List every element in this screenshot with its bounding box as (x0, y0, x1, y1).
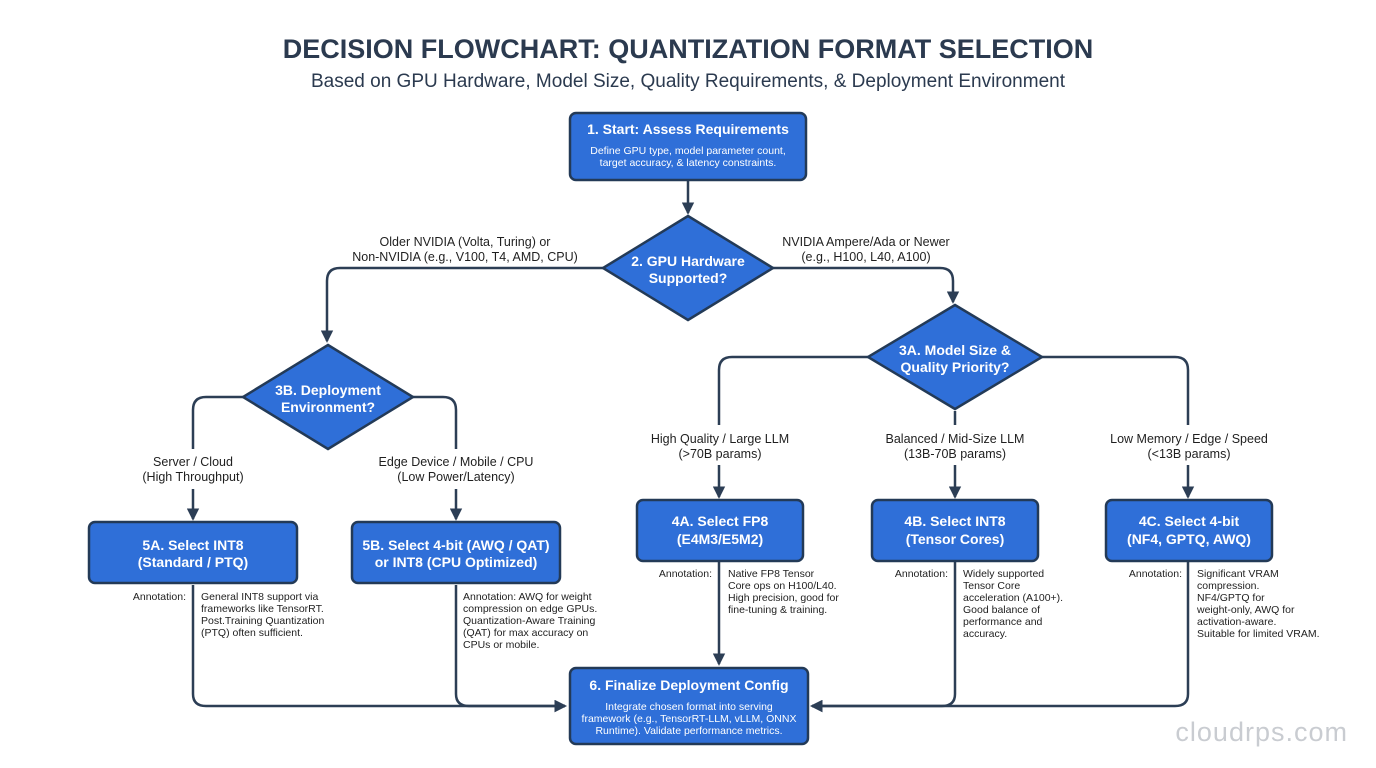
annotation-int8-std: Annotation: General INT8 support via fra… (133, 591, 325, 639)
edge-model-size-to-fp8 (717, 355, 868, 425)
edge-fourbit-to-finalize (810, 562, 1190, 713)
annotation-line: High precision, good for (728, 592, 839, 604)
node-fp8: 4A. Select FP8 (E4M3/E5M2) (635, 498, 805, 563)
node-gpu-title-line: 2. GPU Hardware (631, 253, 745, 269)
edge-label-older-nvidia: Non-NVIDIA (e.g., V100, T4, AMD, CPU) (352, 250, 578, 264)
node-fourbit-cpu-title-line: or INT8 (CPU Optimized) (375, 554, 538, 570)
edge-int8-std-to-finalize (191, 585, 567, 713)
annotation-line: NF4/GPTQ for (1197, 592, 1265, 604)
node-finalize-desc-line: Integrate chosen format into serving (605, 701, 773, 713)
edge-label-newer-nvidia: (e.g., H100, L40, A100) (801, 250, 930, 264)
node-int8-std-title-line: (Standard / PTQ) (138, 554, 248, 570)
annotation-fourbit: Annotation: Significant VRAM compression… (1129, 568, 1320, 640)
edge-model-size-to-fourbit (1042, 355, 1190, 425)
node-start: 1. Start: Assess Requirements Define GPU… (568, 111, 808, 182)
edge-label-newer-nvidia: NVIDIA Ampere/Ada or Newer (782, 235, 949, 249)
node-fp8-title-line: (E4M3/E5M2) (677, 531, 763, 547)
node-gpu-title-line: Supported? (649, 270, 728, 286)
edge-label-edge-device: (Low Power/Latency) (397, 470, 514, 484)
annotation-line: frameworks like TensorRT. (201, 603, 324, 615)
edge-label-high-quality: High Quality / Large LLM (651, 432, 789, 446)
annotation-line: compression on edge GPUs. (463, 603, 597, 615)
annotation-line: accuracy. (963, 628, 1007, 640)
edge-label-high-quality: (>70B params) (678, 447, 761, 461)
page-subtitle: Based on GPU Hardware, Model Size, Quali… (311, 71, 1066, 92)
annotation-line: General INT8 support via (201, 591, 318, 603)
node-model-size-title-line: 3A. Model Size & (899, 342, 1011, 358)
edge-label-edge-device: Edge Device / Mobile / CPU (379, 455, 534, 469)
node-finalize-desc-line: framework (e.g., TensorRT-LLM, vLLM, ONN… (582, 713, 797, 725)
annotation-line: fine-tuning & training. (728, 604, 827, 616)
annotation-line: Significant VRAM (1197, 568, 1279, 580)
node-deployment-title-line: 3B. Deployment (275, 382, 381, 398)
page-title: DECISION FLOWCHART: QUANTIZATION FORMAT … (283, 34, 1093, 64)
watermark-text: cloudrps.com (1175, 717, 1348, 747)
annotation-line: compression. (1197, 580, 1259, 592)
node-fourbit-cpu: 5B. Select 4-bit (AWQ / QAT) or INT8 (CP… (350, 520, 562, 585)
annotation-label: Annotation: (659, 568, 712, 580)
edge-label-server-cloud: (High Throughput) (142, 470, 243, 484)
node-fourbit-title-line: (NF4, GPTQ, AWQ) (1127, 531, 1251, 547)
node-model-size-title-line: Quality Priority? (901, 359, 1010, 375)
node-finalize-title: 6. Finalize Deployment Config (589, 677, 788, 693)
node-int8-tc-title-line: 4B. Select INT8 (904, 513, 1005, 529)
node-fourbit: 4C. Select 4-bit (NF4, GPTQ, AWQ) (1104, 498, 1274, 563)
edge-label-balanced: Balanced / Mid-Size LLM (886, 432, 1025, 446)
node-deployment: 3B. Deployment Environment? (240, 343, 416, 451)
node-int8-standard: 5A. Select INT8 (Standard / PTQ) (87, 520, 299, 585)
edge-label-low-memory: (<13B params) (1147, 447, 1230, 461)
node-finalize: 6. Finalize Deployment Config Integrate … (568, 666, 810, 746)
annotation-line: (QAT) for max accuracy on (463, 627, 588, 639)
edges (186, 180, 1195, 713)
edge-label-server-cloud: Server / Cloud (153, 455, 233, 469)
edge-deployment-to-int8-std (191, 395, 243, 449)
annotation-fp8: Annotation: Native FP8 Tensor Core ops o… (659, 568, 840, 616)
annotation-line: Suitable for limited VRAM. (1197, 628, 1320, 640)
node-start-desc-line: Define GPU type, model parameter count, (590, 145, 786, 157)
annotation-label: Annotation: (895, 568, 948, 580)
edge-gpu-to-model-size (773, 266, 960, 304)
node-finalize-desc-line: Runtime). Validate performance metrics. (595, 725, 782, 737)
annotation-line: Widely supported (963, 568, 1044, 580)
annotation-fourbit-cpu: Annotation: AWQ for weight compression o… (463, 591, 597, 651)
annotation-int8-tc: Annotation: Widely supported Tensor Core… (895, 568, 1063, 640)
edge-deployment-to-fourbit-cpu (413, 395, 458, 449)
node-int8-std-title-line: 5A. Select INT8 (142, 537, 243, 553)
edge-label-balanced: (13B-70B params) (904, 447, 1006, 461)
annotation-line: Annotation: AWQ for weight (463, 591, 592, 603)
edge-gpu-to-deployment (320, 266, 603, 343)
annotation-line: Good balance of (963, 604, 1040, 616)
node-model-size: 3A. Model Size & Quality Priority? (865, 303, 1045, 411)
annotation-line: Native FP8 Tensor (728, 568, 815, 580)
edge-label-older-nvidia: Older NVIDIA (Volta, Turing) or (380, 235, 551, 249)
node-int8-tc-title-line: (Tensor Cores) (906, 531, 1005, 547)
node-fourbit-cpu-title-line: 5B. Select 4-bit (AWQ / QAT) (362, 537, 549, 553)
edge-label-low-memory: Low Memory / Edge / Speed (1110, 432, 1268, 446)
annotation-line: Quantization-Aware Training (463, 615, 595, 627)
node-gpu-hardware: 2. GPU Hardware Supported? (600, 214, 776, 322)
node-fp8-title-line: 4A. Select FP8 (672, 513, 769, 529)
node-deployment-title-line: Environment? (281, 399, 375, 415)
edge-labels: Older NVIDIA (Volta, Turing) or Non-NVID… (142, 235, 1268, 484)
annotation-line: acceleration (A100+). (963, 592, 1063, 604)
node-int8-tensor-cores: 4B. Select INT8 (Tensor Cores) (870, 498, 1040, 563)
node-start-desc-line: target accuracy, & latency constraints. (600, 157, 777, 169)
annotation-line: performance and (963, 616, 1043, 628)
annotation-line: Post.Training Quantization (201, 615, 325, 627)
annotation-line: activation-aware. (1197, 616, 1276, 628)
annotation-line: weight-only, AWQ for (1196, 604, 1295, 616)
node-fourbit-title-line: 4C. Select 4-bit (1139, 513, 1240, 529)
node-start-title: 1. Start: Assess Requirements (587, 121, 789, 137)
annotation-label: Annotation: (133, 591, 186, 603)
edge-fourbit-cpu-to-finalize (454, 585, 567, 713)
annotation-line: CPUs or mobile. (463, 639, 539, 651)
annotation-label: Annotation: (1129, 568, 1182, 580)
annotation-line: (PTQ) often sufficient. (201, 627, 303, 639)
annotation-line: Tensor Core (963, 580, 1020, 592)
annotation-line: Core ops on H100/L40. (728, 580, 837, 592)
